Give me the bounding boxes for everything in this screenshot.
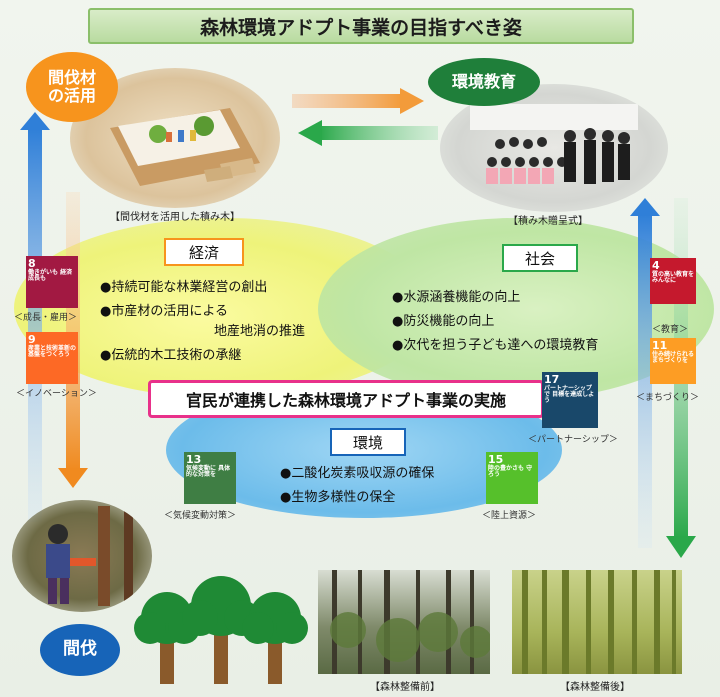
sdg-11-text: 住み続けられる まちづくりを bbox=[652, 350, 695, 364]
sdg-13-label: ＜気候変動対策＞ bbox=[164, 511, 237, 521]
toy-blocks-photo bbox=[70, 68, 280, 208]
economy-item-2: ●市産材の活用による bbox=[100, 304, 228, 319]
forest-after-photo bbox=[512, 570, 682, 674]
toy-blocks-illustration bbox=[110, 108, 260, 186]
env-education-node: 環境教育 bbox=[428, 58, 540, 106]
sdg-13-number: 13 bbox=[186, 453, 202, 466]
sdg-15-label: ＜陸上資源＞ bbox=[482, 511, 537, 521]
environment-item-2: ●生物多様性の保全 bbox=[280, 490, 396, 505]
sdg-15-text: 陸の豊かさも 守ろう bbox=[488, 464, 533, 478]
sdg-11-label: ＜まちづくり＞ bbox=[636, 393, 700, 403]
thinning-label: 間伐 bbox=[63, 639, 97, 660]
sdg-8-text: 働きがいも 経済成長も bbox=[28, 268, 73, 282]
economy-label: 経済 bbox=[164, 238, 244, 266]
sdg-8-icon: 8 働きがいも 経済成長も bbox=[26, 256, 78, 308]
left-up-arrow bbox=[20, 112, 50, 522]
sdg-8-number: 8 bbox=[28, 257, 36, 270]
right-up-arrow bbox=[630, 198, 660, 548]
caption-after: 【森林整備後】 bbox=[560, 682, 630, 693]
economy-item-4: ●伝統的木工技術の承継 bbox=[100, 348, 242, 363]
timber-use-line2: の活用 bbox=[47, 86, 96, 105]
timber-use-node: 間伐材 の活用 bbox=[26, 52, 118, 122]
society-item-3: ●次代を担う子ども達への環境教育 bbox=[392, 338, 599, 353]
caption-presentation: 【積み木贈呈式】 bbox=[508, 216, 588, 227]
forest-after-illustration bbox=[522, 570, 676, 674]
sdg-11-icon: 11 住み続けられる まちづくりを bbox=[650, 338, 696, 384]
tree-icon bbox=[134, 592, 200, 684]
sdg-17-icon: 17 パートナーシップで 目標を達成しよう bbox=[542, 372, 598, 428]
ceremony-illustration bbox=[470, 104, 638, 184]
center-banner-text: 官民が連携した森林環境アドプト事業の実施 bbox=[185, 391, 506, 410]
sdg-9-icon: 9 産業と技術革新の基盤をつくろう bbox=[26, 332, 78, 384]
arrow-right-orange bbox=[292, 88, 424, 114]
sdg-9-label: ＜イノベーション＞ bbox=[16, 389, 97, 399]
sdg-17-text: パートナーシップで 目標を達成しよう bbox=[544, 384, 595, 405]
sdg-13-icon: 13 気候変動に 具体的な対策を bbox=[184, 452, 236, 504]
thinning-node: 間伐 bbox=[40, 624, 120, 676]
sdg-4-text: 質の高い教育を みんなに bbox=[652, 270, 695, 284]
sdg-11-number: 11 bbox=[652, 339, 668, 352]
economy-item-3: 地産地消の推進 bbox=[214, 324, 306, 339]
thinning-photo bbox=[12, 500, 152, 612]
sdg-8-label: ＜成長・雇用＞ bbox=[14, 313, 78, 323]
thinning-illustration bbox=[46, 500, 133, 610]
tree-icon bbox=[242, 592, 308, 684]
center-banner: 官民が連携した森林環境アドプト事業の実施 bbox=[148, 380, 544, 418]
society-item-2: ●防災機能の向上 bbox=[392, 314, 495, 329]
page-title: 森林環境アドプト事業の目指すべき姿 bbox=[88, 8, 634, 44]
environment-item-1: ●二酸化炭素吸収源の確保 bbox=[280, 466, 435, 481]
caption-toy-blocks: 【間伐材を活用した積み木】 bbox=[110, 212, 240, 223]
caption-before: 【森林整備前】 bbox=[370, 682, 440, 693]
sdg-17-number: 17 bbox=[544, 373, 560, 386]
forest-before-illustration bbox=[330, 570, 490, 674]
sdg-9-text: 産業と技術革新の基盤をつくろう bbox=[28, 344, 77, 358]
sdg-9-number: 9 bbox=[28, 333, 36, 346]
trees-illustration bbox=[134, 576, 308, 684]
sdg-13-text: 気候変動に 具体的な対策を bbox=[186, 464, 231, 478]
env-education-label: 環境教育 bbox=[451, 71, 516, 91]
sdg-15-number: 15 bbox=[488, 453, 504, 466]
sdg-4-number: 4 bbox=[652, 259, 660, 272]
society-label: 社会 bbox=[502, 244, 578, 272]
sdg-15-icon: 15 陸の豊かさも 守ろう bbox=[486, 452, 538, 504]
environment-label: 環境 bbox=[330, 428, 406, 456]
sdg-17-label: ＜パートナーシップ＞ bbox=[528, 435, 618, 445]
arrow-left-green bbox=[298, 120, 438, 146]
economy-item-1: ●持続可能な林業経営の創出 bbox=[100, 280, 268, 295]
timber-use-line1: 間伐材 bbox=[47, 67, 96, 87]
sdg-4-icon: 4 質の高い教育を みんなに bbox=[650, 258, 696, 304]
forest-before-photo bbox=[318, 570, 490, 674]
society-item-1: ●水源涵養機能の向上 bbox=[392, 290, 521, 305]
sdg-4-label: ＜教育＞ bbox=[652, 325, 689, 335]
